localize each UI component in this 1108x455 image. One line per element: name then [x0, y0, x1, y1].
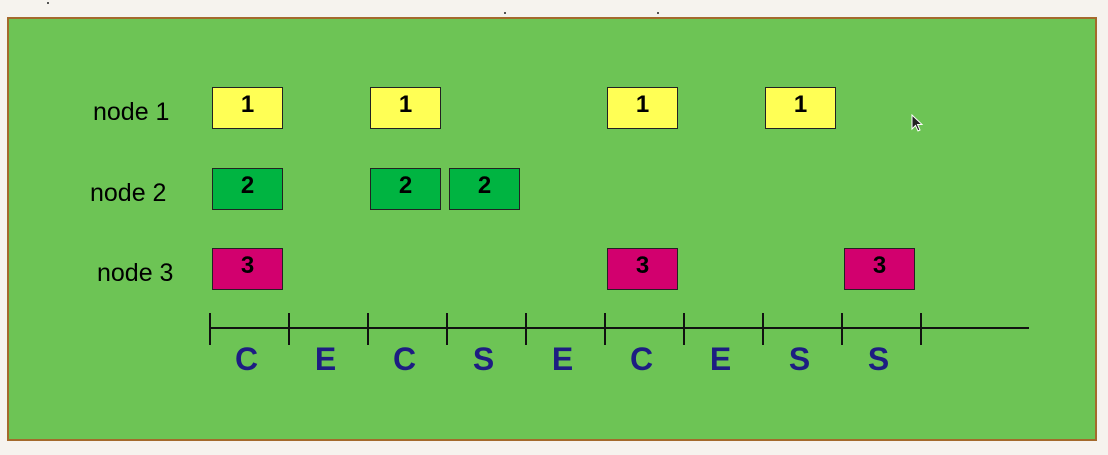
speck-mark — [504, 12, 506, 14]
timeline-tick — [209, 313, 211, 345]
phase-label: E — [314, 341, 337, 377]
phase-label: C — [629, 341, 654, 377]
speck-mark — [47, 2, 49, 4]
timeline-tick — [762, 313, 764, 345]
node-2-slot: 2 — [370, 168, 441, 210]
timeline-tick — [841, 313, 843, 345]
timeline-tick — [288, 313, 290, 345]
timeline-tick — [446, 313, 448, 345]
phase-label: S — [472, 341, 495, 377]
node-2-slot: 2 — [449, 168, 520, 210]
node-3-slot: 3 — [844, 248, 915, 290]
node-1-slot: 1 — [607, 87, 678, 129]
node-label-3: node 3 — [97, 259, 174, 287]
node-3-slot: 3 — [607, 248, 678, 290]
node-1-slot: 1 — [765, 87, 836, 129]
timeline-tick — [367, 313, 369, 345]
phase-label: C — [234, 341, 259, 377]
phase-label: E — [709, 341, 732, 377]
phase-label: C — [392, 341, 417, 377]
phase-label: S — [867, 341, 890, 377]
node-2-slot: 2 — [212, 168, 283, 210]
timeline-tick — [525, 313, 527, 345]
phase-label: S — [788, 341, 811, 377]
node-1-slot: 1 — [370, 87, 441, 129]
timeline-tick — [683, 313, 685, 345]
timeline-tick — [604, 313, 606, 345]
node-1-slot: 1 — [212, 87, 283, 129]
node-label-2: node 2 — [90, 179, 167, 207]
node-3-slot: 3 — [212, 248, 283, 290]
node-label-1: node 1 — [93, 98, 170, 126]
speck-mark — [657, 12, 659, 14]
phase-label: E — [551, 341, 574, 377]
timeline-tick — [920, 313, 922, 345]
timeline-axis — [209, 327, 1029, 329]
